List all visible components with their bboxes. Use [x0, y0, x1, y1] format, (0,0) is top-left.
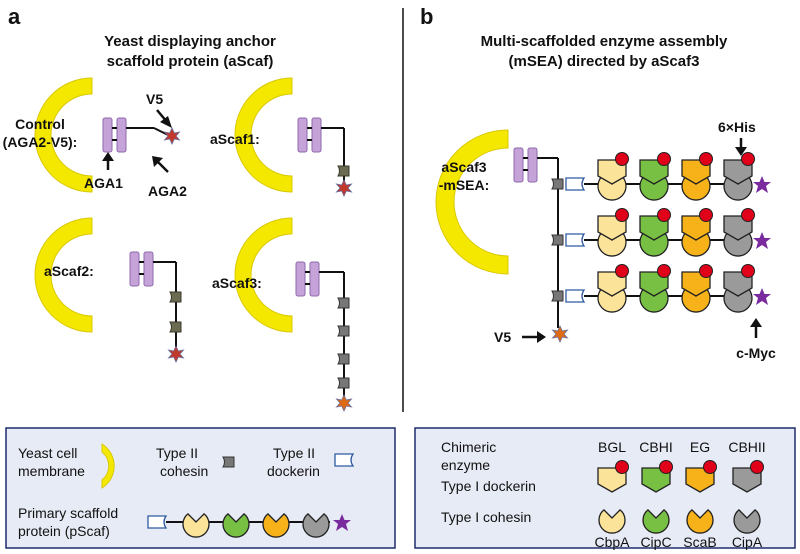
c-myc-tag-icon: [753, 176, 771, 193]
control-label-line2: (AGA2-V5):: [3, 134, 78, 150]
panel-a-title-line2: scaffold protein (aScaf): [107, 53, 274, 70]
v5-arrow-icon-b: [522, 331, 546, 343]
legend-cohesin1: Type I cohesin: [441, 509, 531, 525]
panel-a-letter: a: [8, 4, 21, 29]
eg-enzyme-cohesin: [681, 208, 713, 257]
aga1-arrow-icon: [102, 152, 114, 170]
msea-row: [551, 152, 771, 201]
bgl-cohesin-label: CbpA: [594, 534, 630, 550]
legend-b-items: BGL CbpA CBHI CipC EG ScaB CBHII CipA: [594, 439, 765, 550]
cbhi-enzyme-cohesin: [639, 152, 671, 201]
cbhi-cohesin-label: CipC: [640, 534, 671, 550]
cbhi-enzyme-cohesin: [639, 208, 671, 257]
legend-chimeric-line2: enzyme: [441, 457, 490, 473]
msea-row: [551, 208, 771, 257]
v5-label: V5: [146, 91, 163, 107]
myc-arrow-icon: [750, 318, 762, 338]
ascaf1-construct: [234, 77, 352, 197]
type2-dockerin-icon: [565, 233, 585, 247]
yeast-membrane-icon: [34, 217, 93, 333]
cbhii-label: CBHII: [728, 439, 765, 455]
eg-enzyme-cohesin: [681, 152, 713, 201]
his-arrow-icon: [735, 138, 747, 156]
eg-cohesin-label: ScaB: [683, 534, 716, 550]
ascaf3-msea-label-line2: -mSEA:: [439, 177, 490, 193]
type2-cohesin-icon: [551, 290, 564, 302]
yeast-membrane-icon: [234, 77, 293, 193]
control-label-line1: Control: [15, 116, 65, 132]
bgl-enzyme-cohesin: [597, 208, 629, 257]
legend-membrane-line2: membrane: [18, 463, 85, 479]
type2-cohesin-icon: [222, 456, 235, 468]
ascaf3-label: aScaf3:: [212, 275, 262, 291]
type2-cohesin-icon: [551, 234, 564, 246]
c-myc-tag-icon: [753, 232, 771, 249]
cbhi-enzyme-cohesin: [639, 264, 671, 313]
legend-cohesin2-line1: Type II: [156, 445, 198, 461]
type2-dockerin-icon: [565, 177, 585, 191]
type2-cohesin-icon: [551, 178, 564, 190]
yeast-membrane-icon: [435, 129, 509, 275]
bgl-enzyme-cohesin: [597, 152, 629, 201]
legend-chimeric-line1: Chimeric: [441, 439, 496, 455]
aga2-label: AGA2: [148, 183, 187, 199]
yeast-membrane-icon: [34, 77, 93, 193]
eg-legend-item: EG ScaB: [683, 439, 717, 550]
bgl-label: BGL: [598, 439, 626, 455]
cbhii-enzyme-cohesin: [723, 264, 755, 313]
cbhii-enzyme-cohesin: [723, 208, 755, 257]
eg-enzyme-cohesin: [681, 264, 713, 313]
aga1-label: AGA1: [84, 175, 123, 191]
cbhi-label: CBHI: [639, 439, 672, 455]
msea-rows: [551, 152, 771, 313]
legend-dockerin2-line2: dockerin: [267, 463, 320, 479]
legend-dockerin2-line1: Type II: [273, 445, 315, 461]
bgl-enzyme-cohesin: [597, 264, 629, 313]
type2-dockerin-icon: [334, 453, 354, 467]
ascaf1-label: aScaf1:: [210, 131, 260, 147]
legend-dockerin1: Type I dockerin: [441, 478, 536, 494]
control-construct: [34, 77, 180, 193]
membrane-legend-icon: [101, 443, 115, 489]
ascaf2-construct: [34, 217, 184, 363]
v5-arrow-icon: [156, 109, 172, 128]
his-tag-label: 6×His: [718, 119, 756, 135]
panel-b-title-line1: Multi-scaffolded enzyme assembly: [481, 33, 728, 50]
eg-label: EG: [690, 439, 710, 455]
legend-pscaf-line2: protein (pScaf): [18, 523, 110, 539]
panel-b-title-line2: (mSEA) directed by aScaf3: [509, 53, 700, 70]
ascaf3-msea-label-line1: aScaf3: [441, 159, 486, 175]
pscaf-legend-icon: [147, 512, 351, 538]
ascaf2-label: aScaf2:: [44, 263, 94, 279]
aga2-arrow-icon: [152, 156, 169, 173]
v5-tag-icon: [552, 325, 568, 343]
legend-pscaf-line1: Primary scaffold: [18, 505, 118, 521]
panel-b-letter: b: [420, 4, 433, 29]
aga-anchor: [513, 147, 538, 183]
cbhii-cohesin-label: CipA: [732, 534, 763, 550]
panel-a-title-line1: Yeast displaying anchor: [104, 33, 276, 50]
msea-row: [551, 264, 771, 313]
type2-dockerin-icon: [565, 289, 585, 303]
ascaf3-construct: [234, 217, 352, 412]
cbhi-legend-item: CBHI CipC: [639, 439, 673, 550]
legend-membrane-line1: Yeast cell: [18, 445, 77, 461]
legend-cohesin2-line2: cohesin: [160, 463, 208, 479]
cbhii-enzyme-cohesin: [723, 152, 755, 201]
v5-label-b: V5: [494, 329, 511, 345]
bgl-legend-item: BGL CbpA: [594, 439, 630, 550]
c-myc-tag-icon: [753, 288, 771, 305]
myc-tag-label: c-Myc: [736, 345, 776, 361]
cbhii-legend-item: CBHII CipA: [728, 439, 765, 550]
yeast-membrane-icon: [234, 217, 293, 333]
